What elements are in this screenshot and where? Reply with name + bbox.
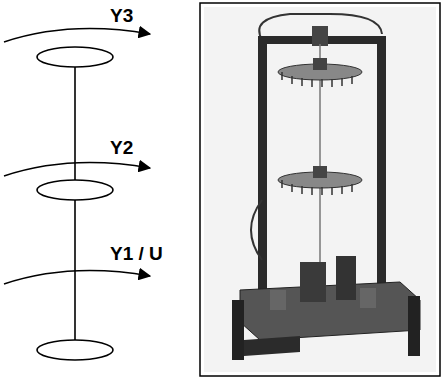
motor — [300, 262, 326, 302]
disk-ellipse — [37, 47, 113, 67]
shaft-line — [74, 65, 76, 340]
disk-weights — [282, 72, 352, 87]
rotation-arrow — [4, 29, 150, 42]
leg — [408, 296, 420, 356]
signal-label: Y3 — [110, 6, 133, 25]
disk-weights — [282, 180, 352, 195]
base-box — [240, 282, 420, 340]
leg — [232, 300, 244, 360]
signal-label: Y2 — [110, 138, 133, 157]
encoder — [313, 58, 327, 70]
apparatus-photo — [200, 3, 440, 376]
frame-post — [258, 36, 267, 326]
knob — [270, 290, 286, 310]
wire — [251, 200, 262, 260]
leg — [244, 336, 300, 356]
bearing — [312, 26, 328, 46]
disk-ellipse — [37, 340, 113, 360]
encoder — [313, 166, 327, 178]
rotation-arrow — [4, 163, 150, 176]
frame-post — [377, 36, 386, 296]
schematic — [4, 29, 150, 360]
motor — [336, 256, 356, 300]
photo-ground — [204, 7, 436, 372]
knob — [360, 288, 376, 308]
signal-label: Y1 / U — [110, 244, 163, 263]
rotation-arrow — [4, 271, 150, 284]
photo-frame — [200, 3, 440, 376]
disk-ellipse — [37, 180, 113, 200]
